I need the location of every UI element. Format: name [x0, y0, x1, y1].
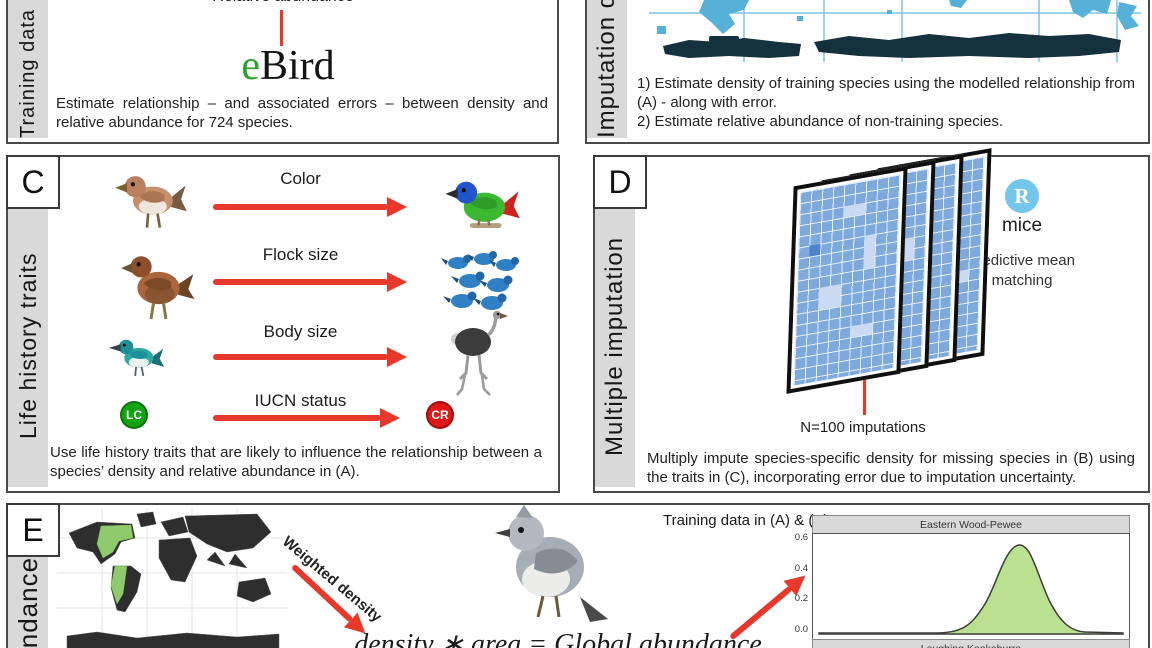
- iucn-cr-badge: CR: [426, 401, 454, 429]
- panel-a-sidebar-label: Training data: [16, 9, 39, 138]
- trait-arrow: [213, 197, 407, 217]
- panel-a-caption: Estimate relationship – and associated e…: [56, 95, 548, 132]
- panel-a-sidebar: Training data: [8, 0, 48, 138]
- r-logo: R: [1005, 179, 1039, 213]
- panel-e-letter: E: [6, 503, 60, 557]
- panel-d-sidebar: Multiple imputation: [595, 205, 635, 487]
- weighted-density-label: Weighted density: [279, 533, 385, 626]
- world-range-map: [57, 508, 287, 648]
- panel-b-sidebar: Imputation dataset: [587, 0, 627, 138]
- trait-label-color: Color: [280, 169, 321, 188]
- watermark: ARD: [901, 582, 990, 615]
- titmouse-bird-image: [488, 505, 618, 627]
- y-axis-tick: 0.2: [794, 593, 808, 604]
- ostrich-bird-image: [446, 309, 510, 407]
- chart-plot-area: ARD: [812, 533, 1130, 641]
- trait-label-body-size: Body size: [263, 322, 338, 341]
- trait-arrow: [213, 347, 407, 367]
- trait-label-flock-size: Flock size: [262, 245, 339, 264]
- panel-b-caption-1: 1) Estimate density of training species …: [637, 75, 1135, 112]
- imputation-map: [649, 0, 1141, 62]
- panel-c-life-history-traits: C Life history traits Color Flock size B…: [6, 155, 560, 493]
- iucn-lc-badge: LC: [120, 401, 148, 429]
- panel-e-sidebar: Global abundance: [8, 553, 48, 648]
- panel-d-caption: Multiply impute species-specific density…: [647, 450, 1135, 487]
- panel-b-caption-2: 2) Estimate relative abundance of non-tr…: [637, 113, 1004, 130]
- panel-b-sidebar-label: Imputation dataset: [593, 0, 620, 138]
- panel-a-training-data: Training data Relative abundance eBird E…: [6, 0, 559, 144]
- panel-d-letter: D: [593, 155, 647, 209]
- ebird-logo-e: e: [241, 43, 260, 89]
- chart-title: Eastern Wood-Pewee: [812, 515, 1130, 535]
- ebird-logo: eBird: [188, 42, 388, 90]
- y-axis-tick: 0.6: [794, 532, 808, 543]
- connector-line: [280, 10, 283, 46]
- trait-arrow: [213, 408, 400, 428]
- mice-package-label: mice: [1001, 215, 1043, 236]
- training-data-annotation: Training data in (A) & (B): [663, 512, 829, 529]
- kingfisher-bird-image: [108, 327, 166, 385]
- flock-birds-image: [440, 249, 520, 313]
- relative-abundance-label: Relative abundance: [168, 0, 398, 6]
- parrotfinch-bird-image: [443, 167, 521, 245]
- method-label: predictive mean matching: [969, 252, 1075, 289]
- panel-e-sidebar-label: Global abundance: [13, 553, 44, 648]
- panel-c-caption: Use life history traits that are likely …: [50, 444, 542, 481]
- panel-c-sidebar: Life history traits: [8, 205, 48, 487]
- density-chart-laughing-kookaburra: Laughing Kookaburra: [812, 639, 1130, 648]
- panel-d-sidebar-label: Multiple imputation: [601, 236, 628, 456]
- thrush-bird-image: [113, 162, 188, 237]
- panel-c-sidebar-label: Life history traits: [14, 252, 41, 440]
- panel-d-multiple-imputation: D Multiple imputation: [593, 148, 1150, 493]
- panel-e-global-abundance: E Global abundance: [6, 503, 1150, 648]
- n-imputations-label: N=100 imputations: [800, 419, 926, 436]
- y-axis-tick: 0.4: [794, 563, 808, 574]
- trait-arrow: [213, 272, 407, 292]
- ebird-logo-bird: Bird: [259, 43, 335, 89]
- trait-label-iucn-status: IUCN status: [254, 391, 347, 410]
- panel-b-imputation-dataset: Imputation dataset: [585, 0, 1150, 144]
- partridge-bird-image: [116, 242, 196, 324]
- panel-c-letter: C: [6, 155, 60, 209]
- y-axis-tick: 0.0: [794, 624, 808, 635]
- abundance-formula: density ∗ area = Global abundance: [354, 629, 762, 648]
- connector-line: [863, 379, 866, 415]
